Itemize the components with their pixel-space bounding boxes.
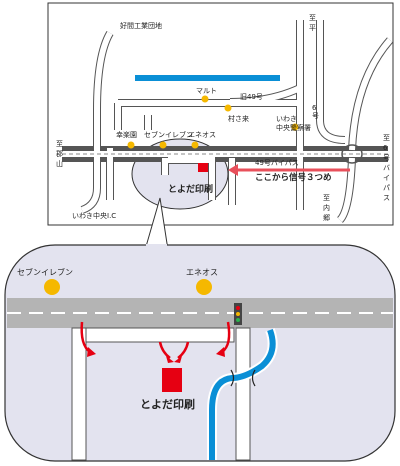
label-east4: バ [383, 164, 390, 172]
direction-arrow-heads [87, 347, 225, 363]
river [135, 75, 280, 81]
label-east: 至 [383, 134, 390, 142]
company-marker [198, 163, 208, 172]
label-eneos: エネオス [188, 131, 216, 139]
right-road [235, 327, 251, 461]
label-west: 至 [56, 140, 63, 148]
label-north-top: 至 [309, 14, 316, 22]
eneos-poi-icon [191, 141, 199, 149]
label-police: いわき [276, 115, 297, 123]
label-south: 至 [323, 194, 330, 202]
label-murasaki: 村さ来 [228, 114, 249, 123]
left-road [71, 327, 87, 461]
eneos-poi-icon [196, 279, 212, 295]
label-old49: 旧49号 [240, 93, 263, 101]
detail-label-eneos: エネオス [186, 268, 218, 277]
label-industrial-park: 好間工業団地 [120, 21, 162, 30]
police-poi-icon [291, 123, 299, 131]
label-east2: 6 [383, 144, 388, 152]
label-bypass49: 49号バイパス [255, 159, 299, 167]
overview-map: 好間工業団地 至 平 至 郡 山 至 6 号 バ イ パ ス 至 内 郷 マルト… [47, 2, 394, 226]
label-north-top2: 平 [309, 24, 316, 32]
label-route6a: 6 [312, 104, 317, 112]
river [209, 328, 276, 460]
label-seven: セブンイレブン [144, 130, 193, 139]
bridge-mark-left [230, 369, 235, 387]
detail-label-company: とよだ印刷 [140, 398, 195, 411]
detail-frame [4, 244, 396, 462]
interchange [341, 144, 363, 164]
label-police2: 中央警察署 [276, 123, 311, 132]
label-south2: 内 [323, 203, 330, 212]
label-kourakuen: 幸楽園 [116, 130, 137, 139]
kourakuen-poi-icon [127, 141, 135, 149]
label-maruto: マルト [196, 87, 217, 95]
roads-fill [62, 20, 393, 223]
label-south3: 郷 [323, 213, 330, 222]
label-east3: 号 [383, 154, 390, 162]
label-arrow-note: ここから信号３つめ [255, 172, 332, 183]
direction-arrow-head [228, 164, 238, 176]
company-marker [162, 368, 182, 392]
label-west2: 郡 [56, 150, 63, 158]
label-east7: ス [383, 194, 390, 202]
access-road [85, 327, 235, 343]
seven-poi-icon [44, 279, 60, 295]
detail-map: セブンイレブン エネオス とよだ印刷 [4, 244, 396, 462]
callout-joint [146, 244, 167, 247]
label-west3: 山 [56, 159, 63, 168]
label-ic: いわき中央I.C [72, 211, 116, 220]
murasaki-poi-icon [224, 104, 232, 112]
label-company: とよだ印刷 [168, 183, 213, 195]
bridge-mark-right [251, 369, 256, 387]
seven-poi-icon [159, 141, 167, 149]
label-route6b: 号 [312, 112, 319, 120]
label-east6: パ [383, 184, 390, 192]
maruto-poi-icon [201, 95, 209, 103]
label-east5: イ [383, 174, 390, 182]
detail-label-seven: セブンイレブン [17, 267, 73, 277]
